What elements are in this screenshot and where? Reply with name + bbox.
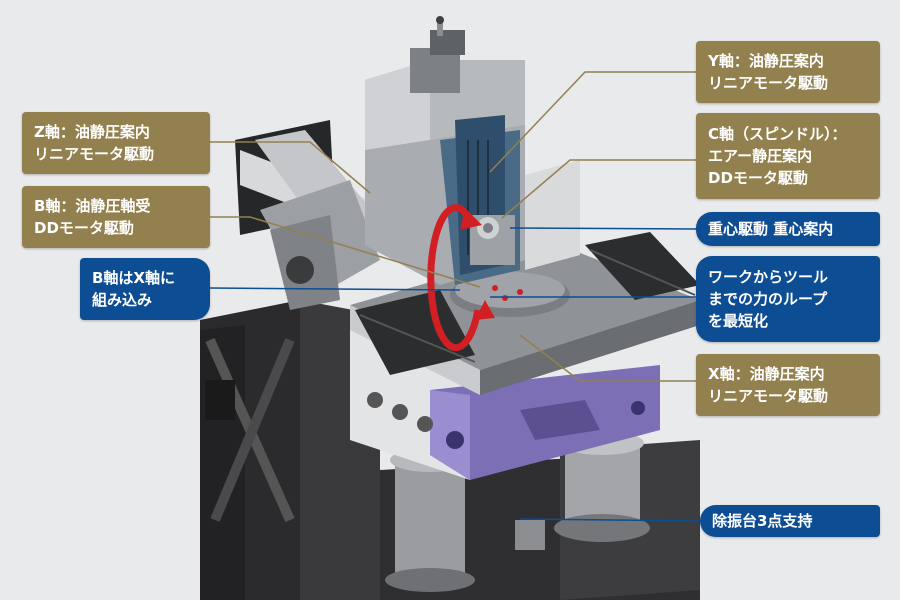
callout-shortest-loop: ワークからツール までの力のループ を最短化 bbox=[696, 256, 880, 342]
rotation-arrow-icon bbox=[427, 204, 495, 352]
b-axis-rotary-table bbox=[450, 272, 570, 317]
x-axis-carriage bbox=[350, 330, 660, 480]
callout-gravity-drive: 重心駆動 重心案内 bbox=[696, 212, 880, 246]
leader-lines bbox=[209, 71, 701, 522]
callout-y-axis: Y軸：油静圧案内 リニアモータ駆動 bbox=[696, 41, 880, 103]
callout-x-axis: X軸：油静圧案内 リニアモータ駆動 bbox=[696, 354, 880, 416]
callout-b-in-x: B軸はX軸に 組み込み bbox=[80, 258, 210, 320]
z-axis-slide bbox=[235, 120, 395, 310]
callout-z-axis: Z軸：油静圧案内 リニアモータ駆動 bbox=[22, 112, 210, 174]
callout-b-axis: B軸：油静圧軸受 DDモータ駆動 bbox=[22, 186, 210, 248]
callout-vibration-isolation: 除振台3点支持 bbox=[700, 505, 880, 537]
spindle-motor bbox=[410, 16, 465, 93]
base-frame bbox=[200, 300, 700, 600]
callout-c-axis: C軸（スピンドル）： エアー静圧案内 DDモータ駆動 bbox=[696, 113, 880, 199]
